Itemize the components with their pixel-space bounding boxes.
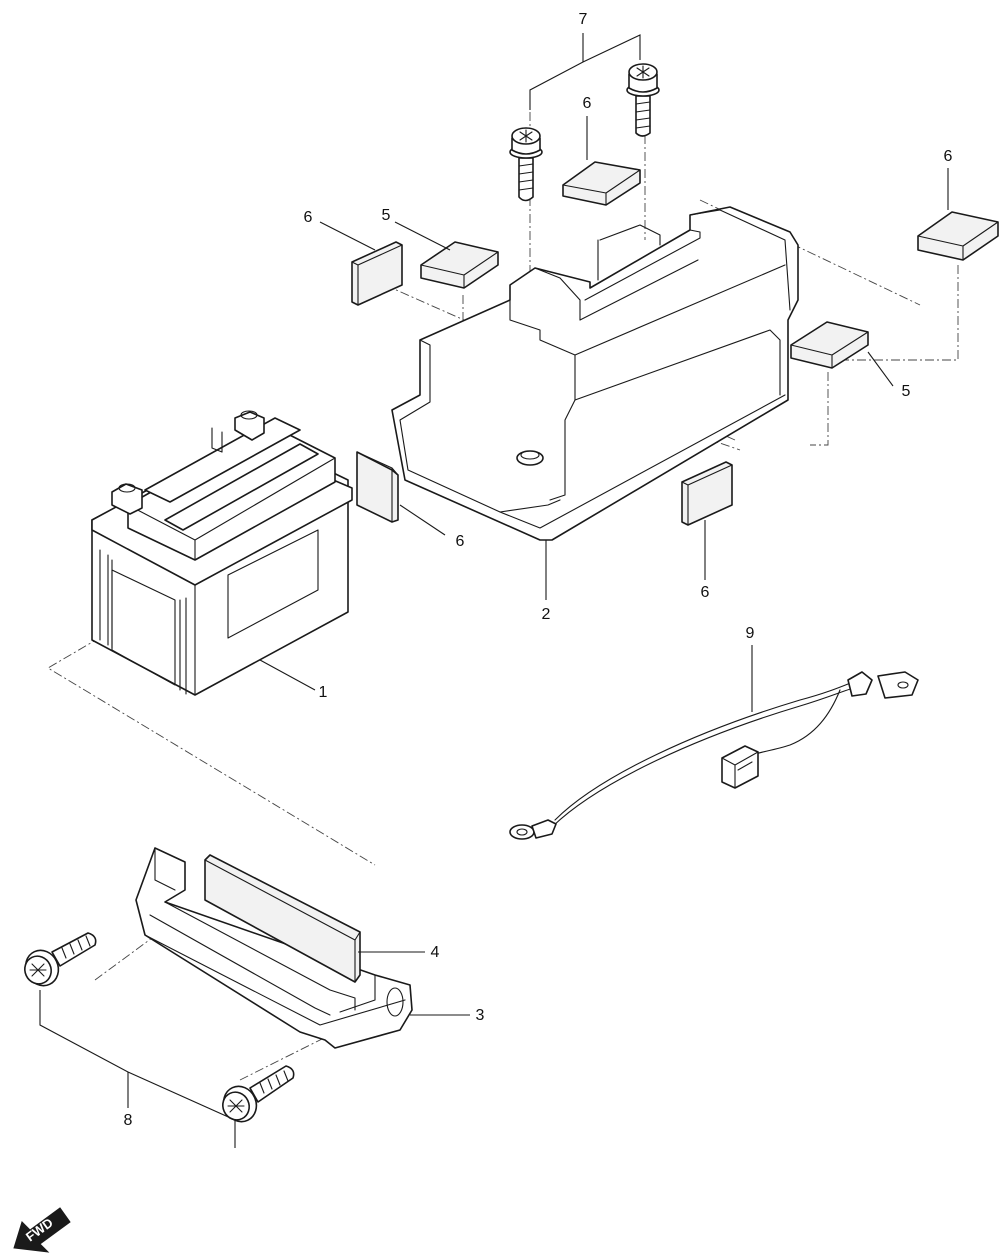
bolt-8-lower: [222, 1065, 295, 1123]
leader-lines: [39, 33, 949, 1148]
callout-1: 1: [319, 684, 328, 701]
callout-6-mid: 6: [456, 533, 465, 550]
pad-6-left: [351, 241, 403, 306]
pad-5-left: [420, 241, 499, 289]
battery-holder-bracket: [135, 847, 413, 1049]
callout-5-right: 5: [902, 383, 911, 400]
pad-6-right: [917, 211, 999, 261]
fwd-arrow-icon: FWD: [13, 1207, 71, 1253]
bolt-8-upper: [24, 932, 97, 987]
callout-4: 4: [431, 944, 440, 961]
battery-tray: [391, 206, 799, 541]
callout-8: 8: [124, 1112, 133, 1129]
pad-5-right: [790, 321, 869, 369]
bolt-7-left: [509, 127, 543, 202]
wire-harness: [509, 671, 919, 840]
callout-5-left: 5: [382, 207, 391, 224]
pad-6-bottom: [681, 461, 733, 526]
callout-6-bottom: 6: [701, 584, 710, 601]
callout-6-left: 6: [304, 209, 313, 226]
battery: [91, 410, 353, 696]
callout-9: 9: [746, 625, 755, 642]
rubber-strip: [204, 854, 361, 983]
callout-7: 7: [579, 11, 588, 28]
pad-6-top: [562, 161, 641, 206]
callout-labels: 7 6 6 6 5 5 6 2 6 9 1 4 3 8: [124, 11, 953, 1129]
callout-3: 3: [476, 1007, 485, 1024]
callout-6-right: 6: [944, 148, 953, 165]
callout-2: 2: [542, 606, 551, 623]
pad-6-mid: [356, 451, 399, 523]
callout-6-top: 6: [583, 95, 592, 112]
bolt-7-right: [626, 63, 660, 137]
